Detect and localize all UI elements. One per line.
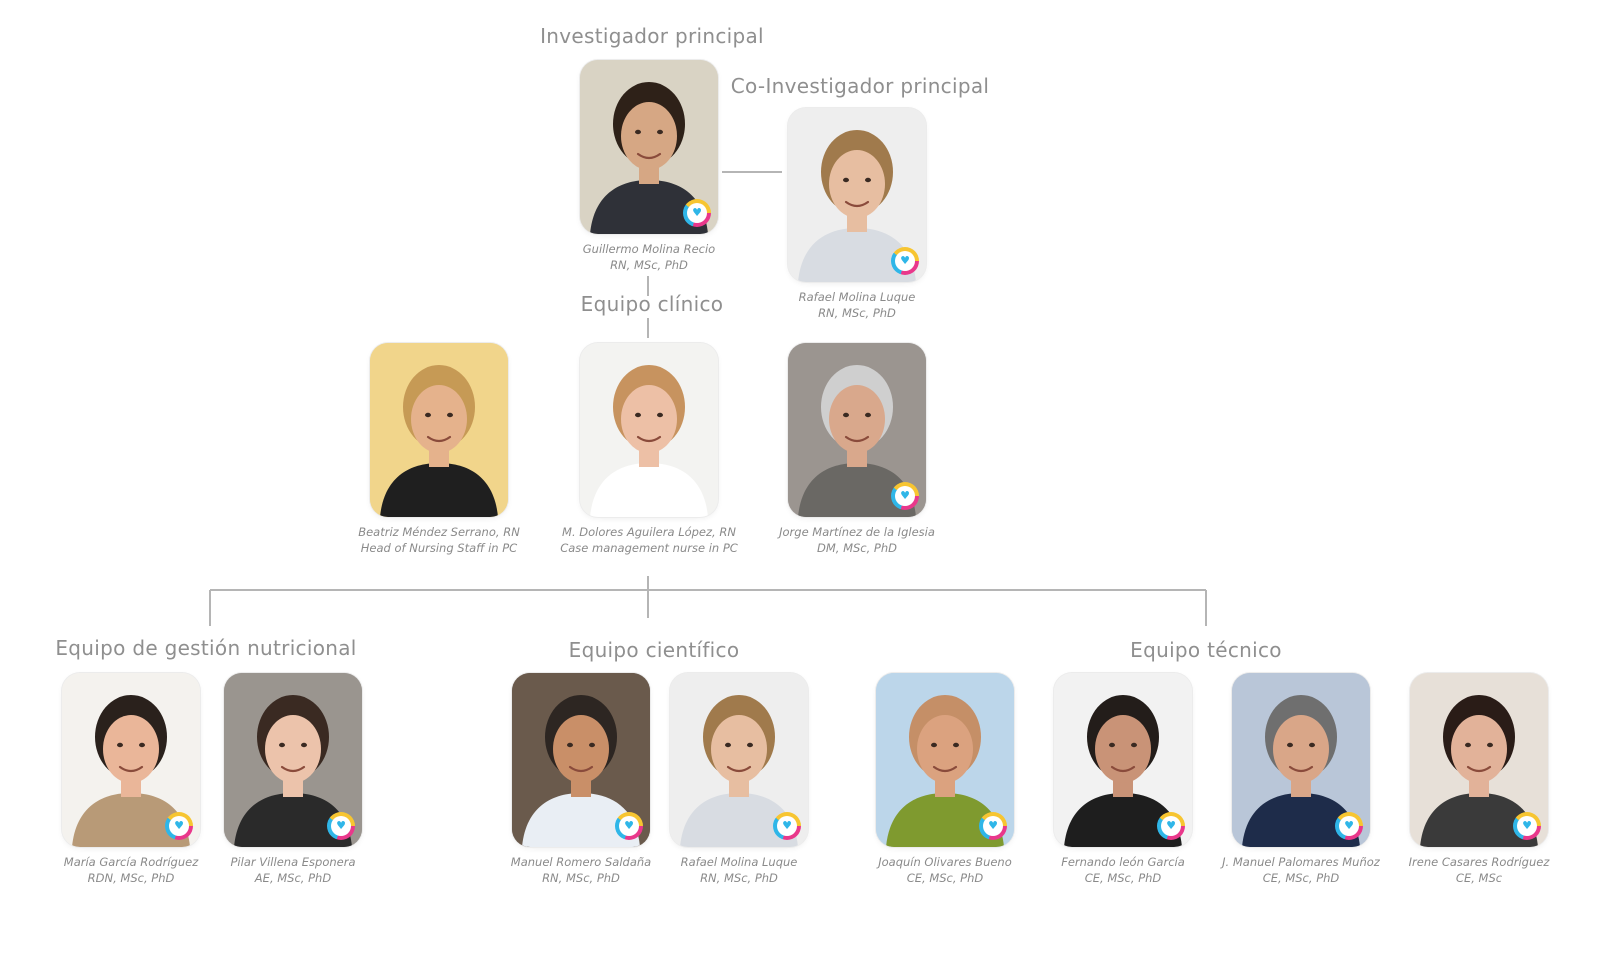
portrait-icon: [370, 343, 508, 517]
photo-molina-luque-copi: ♥: [788, 108, 926, 282]
person-role: RN, MSc, PhD: [700, 871, 778, 885]
photo-garcia-rodriguez: ♥: [62, 673, 200, 847]
person-role: CE, MSc, PhD: [1084, 871, 1162, 885]
heart-logo-icon: ♥: [1513, 812, 1541, 840]
heart-glyph: ♥: [331, 816, 351, 836]
person-name: Irene Casares Rodríguez: [1408, 855, 1550, 869]
photo-olivares-bueno: ♥: [876, 673, 1014, 847]
heart-logo-icon: ♥: [891, 482, 919, 510]
heading-scientific: Equipo científico: [568, 638, 740, 662]
heart-glyph: ♥: [687, 203, 707, 223]
person-role: Case management nurse in PC: [560, 541, 738, 555]
person-role: CE, MSc, PhD: [906, 871, 984, 885]
heart-glyph: ♥: [1517, 816, 1537, 836]
heading-pi: Investigador principal: [540, 24, 764, 48]
photo-martinez-iglesia: ♥: [788, 343, 926, 517]
heart-logo-icon: ♥: [615, 812, 643, 840]
heart-glyph: ♥: [983, 816, 1003, 836]
photo-mendez-serrano: [370, 343, 508, 517]
person-role: RN, MSc, PhD: [610, 258, 688, 272]
person-role: CE, MSc, PhD: [1262, 871, 1340, 885]
person-role: RN, MSc, PhD: [542, 871, 620, 885]
photo-molina-luque-sci: ♥: [670, 673, 808, 847]
heart-glyph: ♥: [169, 816, 189, 836]
heart-glyph: ♥: [619, 816, 639, 836]
person-role: Head of Nursing Staff in PC: [360, 541, 518, 555]
photo-leon-garcia: ♥: [1054, 673, 1192, 847]
portrait-icon: [580, 343, 718, 517]
person-name: María García Rodríguez: [63, 855, 199, 869]
heart-glyph: ♥: [1339, 816, 1359, 836]
heading-nutrition: Equipo de gestión nutricional: [55, 636, 357, 660]
person-role: RDN, MSc, PhD: [87, 871, 175, 885]
heading-copi: Co-Investigador principal: [730, 74, 990, 98]
heart-glyph: ♥: [895, 486, 915, 506]
photo-villena-esponera: ♥: [224, 673, 362, 847]
person-name: Beatriz Méndez Serrano, RN: [358, 525, 520, 539]
heart-logo-icon: ♥: [327, 812, 355, 840]
person-name: Joaquín Olivares Bueno: [878, 855, 1012, 869]
portrait-icon: [224, 673, 362, 847]
heart-logo-icon: ♥: [773, 812, 801, 840]
heart-logo-icon: ♥: [165, 812, 193, 840]
person-role: AE, MSc, PhD: [254, 871, 332, 885]
heading-clinical: Equipo clínico: [580, 292, 724, 316]
heart-logo-icon: ♥: [979, 812, 1007, 840]
photo-romero-saldana: ♥: [512, 673, 650, 847]
person-name: Rafael Molina Luque: [798, 290, 916, 304]
heart-logo-icon: ♥: [891, 247, 919, 275]
caption-mendez-serrano: Beatriz Méndez Serrano, RN Head of Nursin…: [358, 524, 520, 556]
photo-casares-rodriguez: ♥: [1410, 673, 1548, 847]
portrait-icon: [876, 673, 1014, 847]
person-name: Guillermo Molina Recio: [582, 242, 716, 256]
connectors: [209, 171, 1207, 626]
photo-aguilera-lopez: [580, 343, 718, 517]
heart-logo-icon: ♥: [1157, 812, 1185, 840]
person-name: Jorge Martínez de la Iglesia: [779, 525, 935, 539]
heading-technical: Equipo técnico: [1130, 638, 1282, 662]
heart-glyph: ♥: [895, 251, 915, 271]
caption-aguilera-lopez: M. Dolores Aguilera López, RN Case manage…: [560, 524, 738, 556]
person-name: J. Manuel Palomares Muñoz: [1222, 855, 1380, 869]
person-name: Rafael Molina Luque: [680, 855, 798, 869]
heart-logo-icon: ♥: [683, 199, 711, 227]
person-role: DM, MSc, PhD: [816, 541, 898, 555]
heart-logo-icon: ♥: [1335, 812, 1363, 840]
person-role: RN, MSc, PhD: [818, 306, 896, 320]
person-role: CE, MSc: [1455, 871, 1503, 885]
heart-glyph: ♥: [1161, 816, 1181, 836]
photo-molina-recio: ♥: [580, 60, 718, 234]
person-name: M. Dolores Aguilera López, RN: [562, 525, 736, 539]
photo-palomares-munoz: ♥: [1232, 673, 1370, 847]
person-name: Manuel Romero Saldaña: [510, 855, 652, 869]
person-name: Pilar Villena Esponera: [230, 855, 356, 869]
person-name: Fernando león García: [1061, 855, 1185, 869]
heart-glyph: ♥: [777, 816, 797, 836]
